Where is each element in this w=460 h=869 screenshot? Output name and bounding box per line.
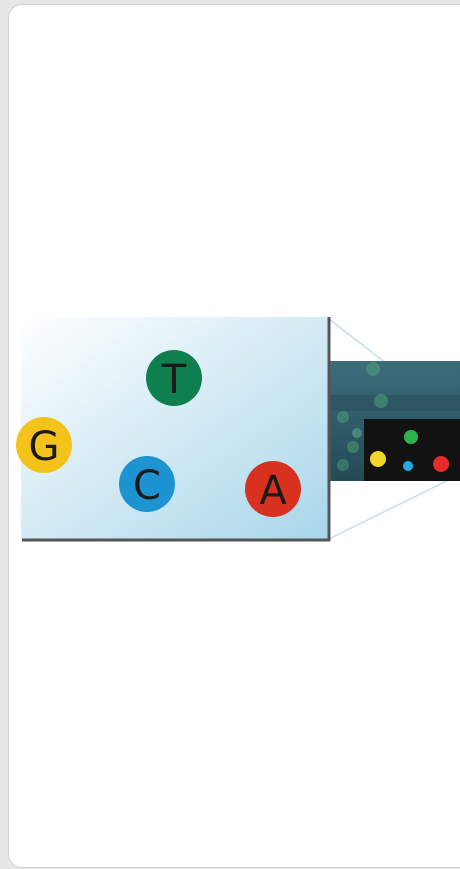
nucleotide-C: C [119, 456, 175, 512]
nucleotide-A-label: A [259, 468, 287, 514]
signal-yellow [370, 451, 386, 467]
nucleotide-T-label: T [161, 357, 187, 403]
panel-axes [22, 317, 331, 542]
nucleotide-A: A [245, 461, 301, 517]
nucleotide-T: T [146, 350, 202, 406]
sequencing-diagram: T G C A [16, 317, 460, 542]
nucleotide-G-label: G [29, 424, 60, 470]
diagram-card: T G C A [8, 4, 460, 868]
signal-red [433, 456, 449, 472]
flow-cell-window [364, 419, 460, 481]
signal-blue [403, 461, 413, 471]
nucleotide-G: G [16, 417, 72, 473]
signal-green [404, 430, 418, 444]
nucleotide-C-label: C [133, 463, 161, 509]
